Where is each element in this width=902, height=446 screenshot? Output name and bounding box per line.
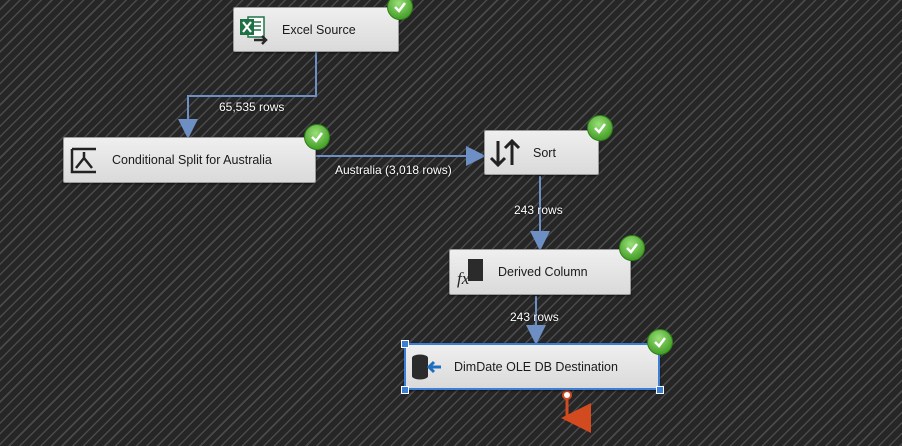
svg-text:fx: fx [457, 269, 470, 288]
selection-handle-bottom-left[interactable] [401, 386, 409, 394]
path-excel-to-split [178, 52, 317, 139]
ole-db-destination-icon [406, 345, 446, 388]
excel-icon [234, 8, 274, 51]
destination-label: DimDate OLE DB Destination [454, 359, 618, 374]
excel-source-component[interactable]: Excel Source [233, 7, 399, 52]
success-check-icon [304, 124, 330, 150]
conditional-split-component[interactable]: Conditional Split for Australia [63, 137, 316, 183]
path-label-excel-to-split: 65,535 rows [219, 100, 285, 114]
sort-icon [485, 131, 525, 174]
selection-handle-top-left[interactable] [401, 340, 409, 348]
derived-column-label: Derived Column [498, 265, 588, 279]
conditional-split-label: Conditional Split for Australia [112, 153, 272, 167]
selection-handle-bottom-right[interactable] [656, 386, 664, 394]
success-check-icon [647, 329, 673, 355]
path-label-derived-to-dest: 243 rows [510, 310, 559, 324]
excel-source-label: Excel Source [282, 22, 356, 37]
success-check-icon [619, 235, 645, 261]
conditional-split-icon [64, 138, 104, 182]
derived-column-component[interactable]: fx Derived Column [449, 249, 631, 295]
sort-label: Sort [533, 145, 556, 160]
dimdate-ole-db-destination-component[interactable]: DimDate OLE DB Destination [404, 343, 660, 390]
error-output-anchor [562, 390, 572, 400]
fx-icon: fx [450, 250, 490, 294]
path-label-sort-to-derived: 243 rows [514, 203, 563, 217]
path-label-split-to-sort: Australia (3,018 rows) [335, 163, 452, 177]
success-check-icon [387, 0, 413, 20]
sort-component[interactable]: Sort [484, 130, 599, 175]
success-check-icon [587, 115, 613, 141]
